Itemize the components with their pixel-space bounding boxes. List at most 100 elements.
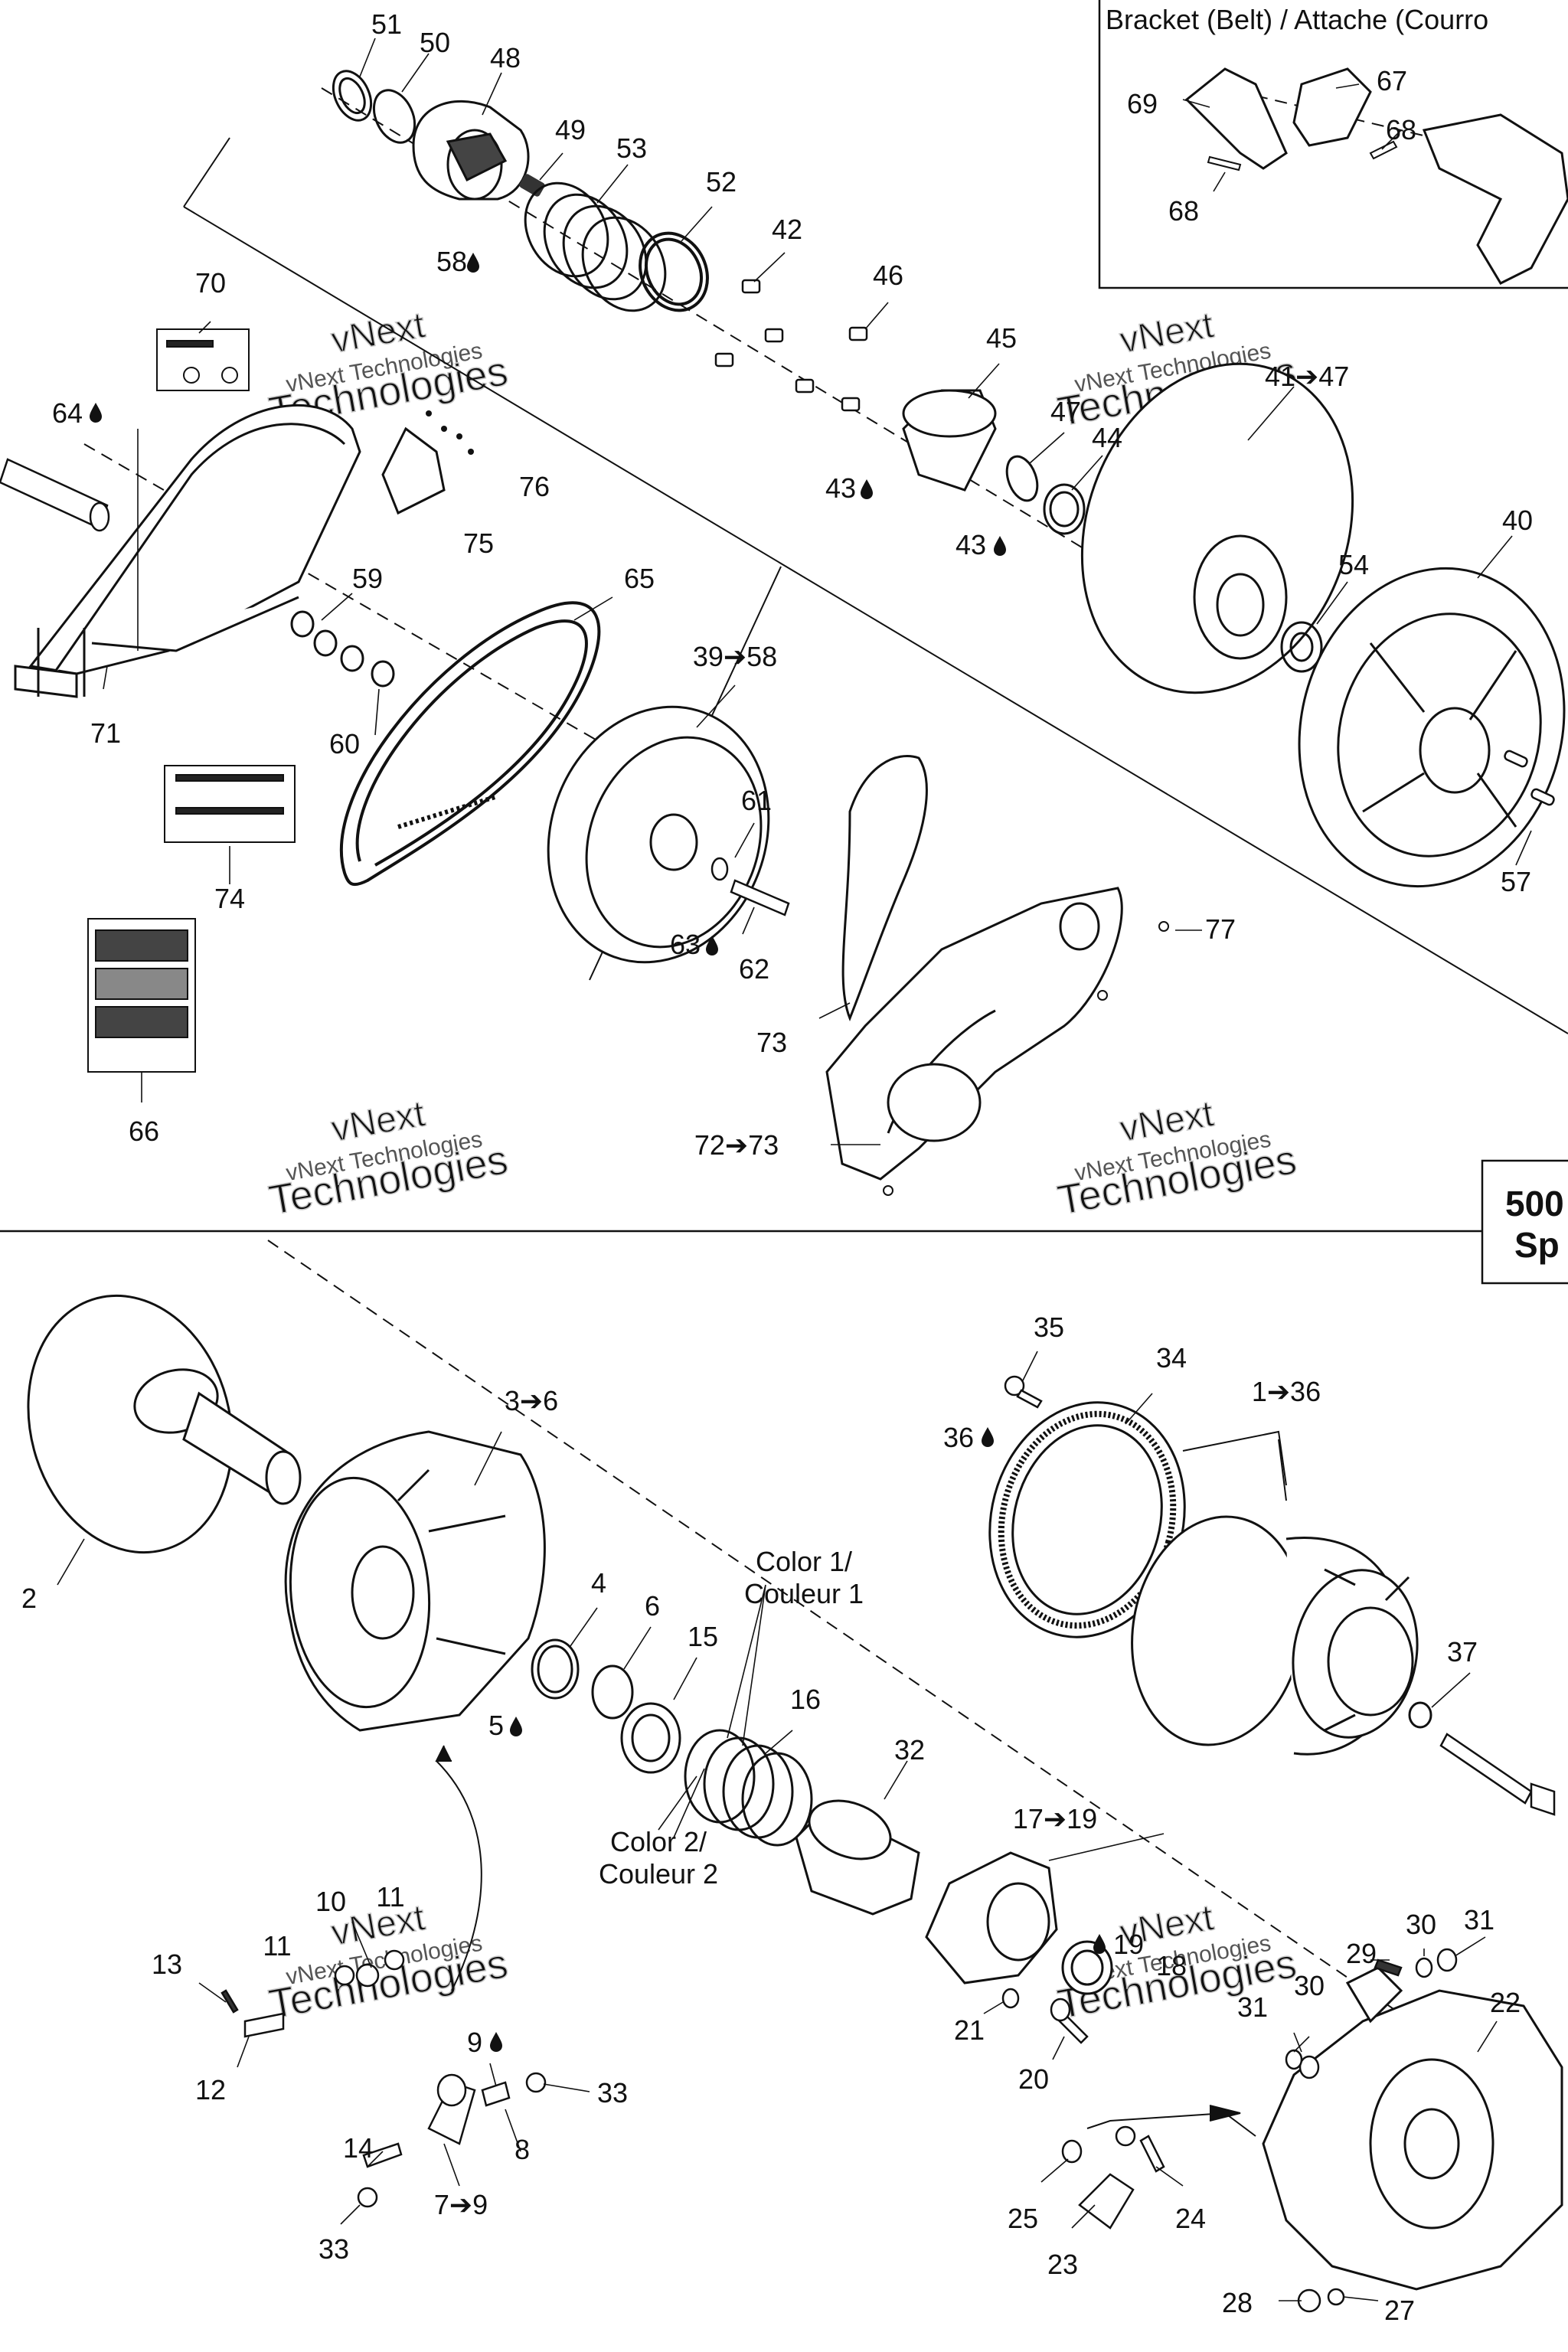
part-8-9-pin bbox=[481, 2072, 547, 2107]
callout-2: 2 bbox=[21, 1583, 37, 1614]
part-41-fixed-sheave bbox=[1080, 362, 1354, 694]
callout-32: 32 bbox=[894, 1734, 925, 1766]
callout-68-right: 68 bbox=[1386, 114, 1416, 145]
part-35-screw bbox=[1004, 1375, 1043, 1409]
part-69-bracket bbox=[1184, 67, 1288, 170]
callout-77: 77 bbox=[1205, 913, 1236, 945]
callout-40: 40 bbox=[1502, 505, 1533, 536]
callout-5: 5 bbox=[488, 1710, 504, 1741]
callout-8: 8 bbox=[514, 2134, 530, 2165]
part-51-snap-ring bbox=[332, 70, 373, 122]
grease-drop-icon bbox=[490, 2032, 502, 2052]
frame-line-left bbox=[183, 137, 230, 207]
part-6-snap-ring bbox=[591, 1664, 634, 1720]
part-32-sleeve bbox=[795, 1799, 920, 1916]
part-53-spring bbox=[524, 181, 667, 312]
part-62-bolt bbox=[710, 857, 790, 916]
callout-48: 48 bbox=[490, 42, 521, 74]
part-44-bushing bbox=[1043, 483, 1086, 535]
model-box-line1: 500 bbox=[1505, 1184, 1564, 1223]
callout-66: 66 bbox=[129, 1116, 159, 1147]
part-37-washer bbox=[1408, 1701, 1432, 1729]
color-2-line2: Couleur 2 bbox=[599, 1858, 718, 1890]
part-70-decal bbox=[156, 328, 250, 391]
callout-24: 24 bbox=[1175, 2203, 1206, 2234]
callout-30-left: 30 bbox=[1294, 1970, 1325, 2001]
callout-17-19: 17➔19 bbox=[1013, 1803, 1097, 1834]
grease-drop-icon bbox=[510, 1717, 522, 1736]
callout-58: 58 bbox=[436, 246, 467, 277]
part-76-fasteners bbox=[426, 410, 474, 455]
part-73-inner-cover bbox=[825, 887, 1123, 1181]
callout-73: 73 bbox=[756, 1027, 787, 1058]
callout-11-left: 11 bbox=[263, 1930, 291, 1962]
part-57-pins bbox=[1504, 750, 1555, 806]
grease-drop-icon bbox=[994, 536, 1006, 556]
callout-72-73: 72➔73 bbox=[694, 1129, 779, 1161]
callout-61: 61 bbox=[741, 785, 772, 816]
part-74-decal bbox=[164, 765, 296, 843]
model-box-line2: Sp bbox=[1514, 1225, 1560, 1265]
callout-45: 45 bbox=[986, 322, 1017, 354]
part-50-washer bbox=[372, 89, 416, 144]
part-15-washer bbox=[620, 1702, 681, 1774]
callout-63: 63 bbox=[670, 929, 701, 960]
part-18-bushing bbox=[1061, 1940, 1113, 1995]
callout-23: 23 bbox=[1047, 2249, 1078, 2280]
part-40-sliding-sheave bbox=[1298, 567, 1566, 888]
callout-27: 27 bbox=[1384, 2295, 1415, 2326]
parts-23-25-arm-screw bbox=[1061, 2125, 1165, 2230]
callout-31-left: 31 bbox=[1237, 1991, 1268, 2023]
callout-20: 20 bbox=[1018, 2063, 1049, 2095]
part-4-bushing bbox=[531, 1638, 580, 1700]
callout-36: 36 bbox=[943, 1422, 974, 1453]
callout-75: 75 bbox=[463, 528, 494, 559]
parts-27-28-nut-washer bbox=[1297, 2288, 1345, 2313]
callout-21: 21 bbox=[954, 2014, 985, 2046]
part-39-driven-pulley bbox=[547, 705, 770, 964]
callout-76: 76 bbox=[519, 471, 550, 502]
bracket-frame-piece bbox=[1422, 113, 1568, 285]
frame-line-diagonal bbox=[183, 206, 1568, 1034]
part-71-hinge-bar bbox=[14, 628, 86, 698]
callout-16: 16 bbox=[790, 1684, 821, 1715]
callout-35: 35 bbox=[1034, 1312, 1064, 1343]
callout-41-47: 41➔47 bbox=[1265, 361, 1349, 392]
parts-29-31-hardware bbox=[1285, 1948, 1458, 2079]
callout-44: 44 bbox=[1092, 422, 1122, 453]
part-7-lever-assembly bbox=[427, 2073, 476, 2145]
grease-drop-icon bbox=[1093, 1934, 1106, 1954]
part-64-shaft bbox=[0, 458, 110, 532]
watermark-3: vNext vNext Technologies Technologies bbox=[265, 1093, 511, 1224]
part-47-ring bbox=[1005, 455, 1039, 502]
callout-69: 69 bbox=[1127, 88, 1158, 119]
bracket-box-title: Bracket (Belt) / Attache (Courro bbox=[1106, 4, 1488, 35]
callout-12: 12 bbox=[195, 2074, 226, 2105]
callout-34: 34 bbox=[1156, 1342, 1187, 1374]
callout-53: 53 bbox=[616, 132, 647, 164]
part-71-belt-guard bbox=[28, 403, 361, 675]
callout-labels: 51 50 48 49 53 52 42 46 45 58 70 64 76 7… bbox=[21, 8, 1533, 2326]
callout-74: 74 bbox=[214, 883, 245, 914]
grease-drop-icon bbox=[861, 479, 873, 499]
callout-11-top: 11 bbox=[376, 1881, 404, 1913]
callout-33-right: 33 bbox=[597, 2077, 628, 2109]
callout-29: 29 bbox=[1346, 1938, 1377, 1969]
part-3-sliding-sheave bbox=[284, 1430, 546, 1732]
drive-pulley-axis bbox=[267, 1240, 1524, 2099]
callout-43-bottom: 43 bbox=[956, 529, 986, 560]
callout-31-top: 31 bbox=[1464, 1904, 1494, 1936]
callout-43-top: 43 bbox=[825, 472, 856, 504]
callout-47: 47 bbox=[1050, 396, 1081, 427]
color-1-line2: Couleur 1 bbox=[744, 1578, 864, 1609]
model-label-box: 500 Sp bbox=[1481, 1159, 1568, 1285]
grease-drop-icon bbox=[982, 1427, 994, 1447]
part-59-washers bbox=[290, 610, 364, 672]
callout-57: 57 bbox=[1501, 866, 1531, 897]
part-37-bolt bbox=[1439, 1733, 1556, 1816]
color-1-line1: Color 1/ bbox=[756, 1546, 852, 1577]
grease-drop-icon bbox=[90, 403, 102, 423]
callout-54: 54 bbox=[1338, 549, 1369, 580]
callout-49: 49 bbox=[555, 114, 586, 145]
